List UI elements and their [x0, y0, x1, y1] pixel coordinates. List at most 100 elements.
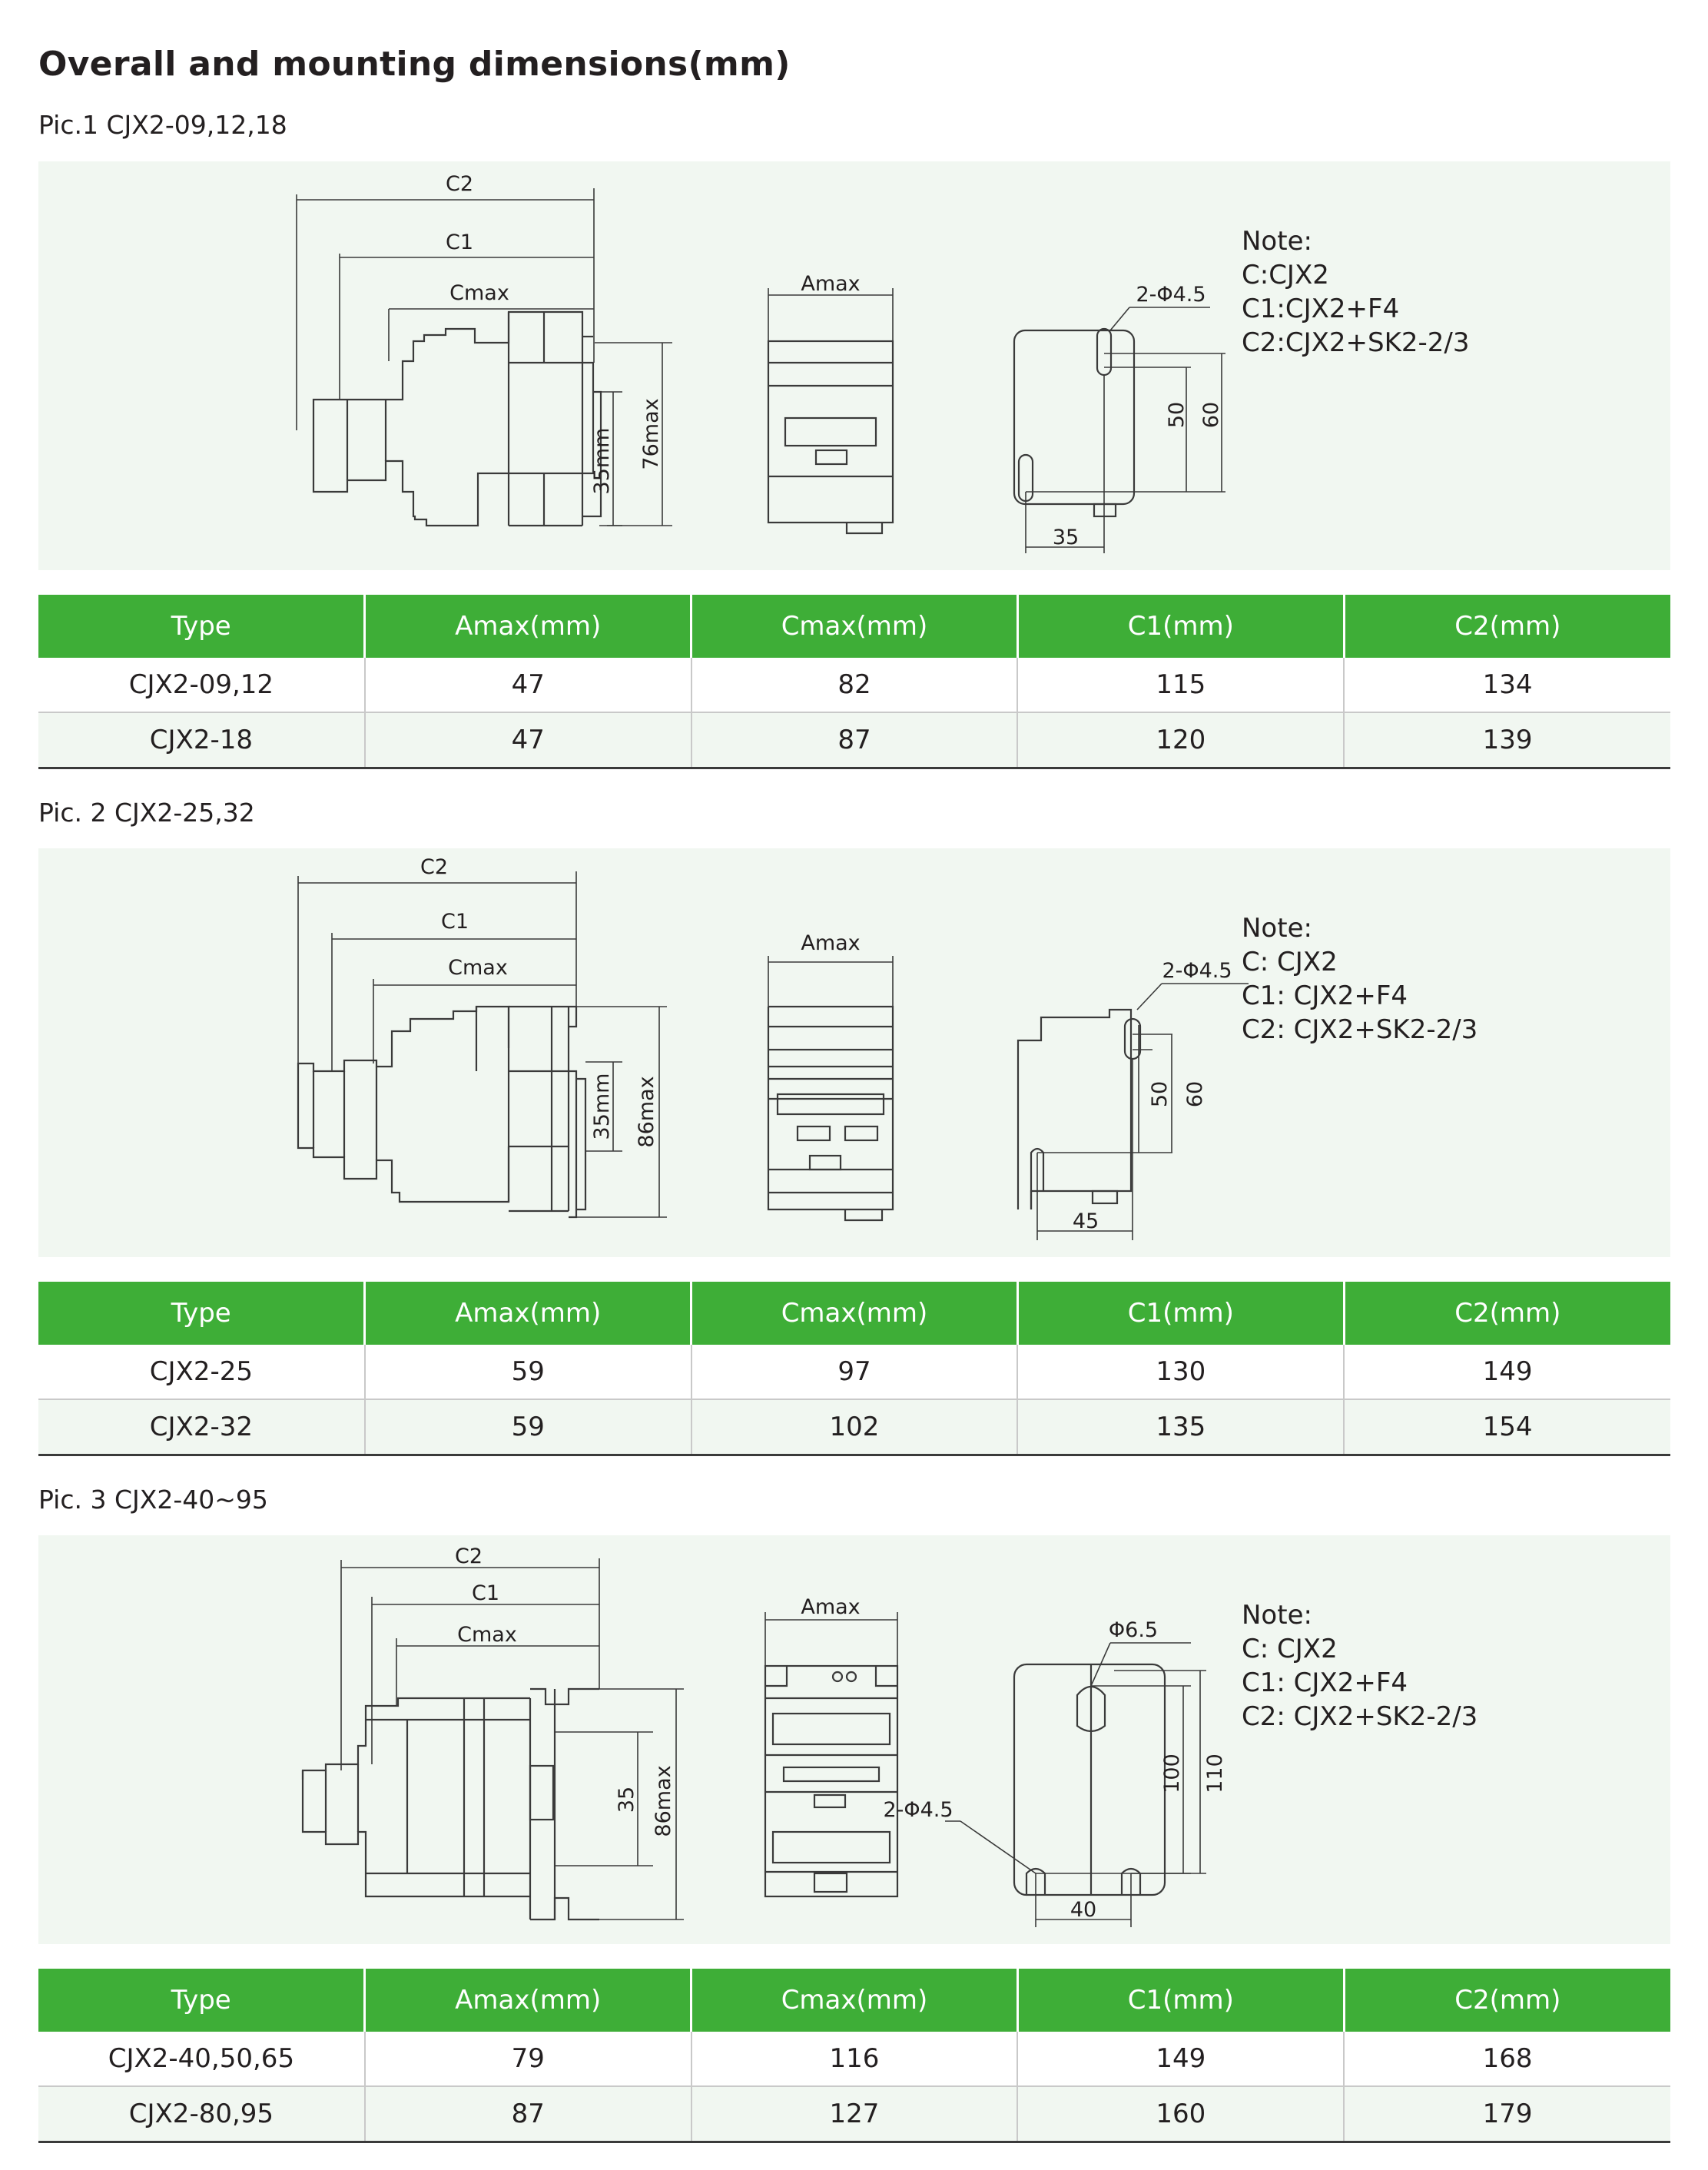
column-header: Type	[38, 1282, 366, 1345]
table-cell: CJX2-32	[38, 1399, 366, 1456]
table-cell: CJX2-80,95	[38, 2086, 366, 2143]
column-header: C1(mm)	[1017, 595, 1345, 658]
table-cell: CJX2-25	[38, 1345, 366, 1400]
label-c2: C2	[420, 855, 448, 879]
column-header: Amax(mm)	[364, 1969, 693, 2032]
table-cell: 47	[364, 658, 692, 713]
table-header-row: Type Amax(mm) Cmax(mm) C1(mm) C2(mm)	[38, 1969, 1670, 2032]
column-header: C2(mm)	[1344, 595, 1670, 658]
table-cell: 87	[364, 2086, 692, 2143]
label-cmax: Cmax	[457, 1623, 517, 1647]
table-row: CJX2-40,50,65 79 116 149 168	[38, 2032, 1670, 2087]
section-label-pic2: Pic. 2 CJX2-25,32	[38, 798, 255, 828]
front-view	[767, 956, 894, 1222]
column-header: Type	[38, 595, 366, 658]
table-cell: 115	[1017, 658, 1345, 713]
table-cell: 127	[691, 2086, 1019, 2143]
note-line: Note:	[1242, 226, 1312, 257]
table-cell: 149	[1344, 1345, 1670, 1400]
page-title: Overall and mounting dimensions(mm)	[38, 45, 791, 84]
table-cell: 168	[1344, 2032, 1670, 2087]
column-header: Amax(mm)	[364, 1282, 693, 1345]
table-cell: 149	[1017, 2032, 1345, 2087]
drawing-panel-pic2: C2 C1 Cmax 35mm 86max Amax 2-Φ4.5 50 60 …	[38, 848, 1670, 1257]
table-cell: 154	[1344, 1399, 1670, 1456]
label-c2: C2	[446, 172, 473, 196]
note-line: C2: CJX2+SK2-2/3	[1242, 1014, 1478, 1045]
table-cell: CJX2-09,12	[38, 658, 366, 713]
note-line: C1: CJX2+F4	[1242, 980, 1408, 1011]
label-hole: 2-Φ4.5	[1162, 959, 1232, 983]
note-line: C2: CJX2+SK2-2/3	[1242, 1701, 1478, 1732]
label-v1: 50	[1165, 402, 1189, 428]
table-cell: 59	[364, 1345, 692, 1400]
table-cell: 59	[364, 1399, 692, 1456]
side-view	[301, 1558, 684, 1921]
table-header-row: Type Amax(mm) Cmax(mm) C1(mm) C2(mm)	[38, 595, 1670, 658]
label-c1: C1	[472, 1581, 499, 1605]
table-cell: 47	[364, 712, 692, 769]
column-header: Cmax(mm)	[691, 595, 1019, 658]
note-line: C2:CJX2+SK2-2/3	[1242, 327, 1470, 358]
table-header-row: Type Amax(mm) Cmax(mm) C1(mm) C2(mm)	[38, 1282, 1670, 1345]
dimension-drawing-pic2: C2 C1 Cmax 35mm 86max Amax 2-Φ4.5 50 60 …	[297, 855, 1249, 1240]
label-height: 86max	[635, 1076, 658, 1147]
table-cell: CJX2-18	[38, 712, 366, 769]
label-c1: C1	[446, 231, 473, 254]
column-header: Amax(mm)	[364, 595, 693, 658]
label-amax: Amax	[801, 1595, 860, 1619]
table-row: CJX2-18 47 87 120 139	[38, 712, 1670, 769]
label-hole-top: Φ6.5	[1109, 1618, 1158, 1642]
label-amax: Amax	[801, 272, 860, 296]
table-cell: 179	[1344, 2086, 1670, 2143]
column-header: C2(mm)	[1344, 1969, 1670, 2032]
table-cell: 87	[691, 712, 1019, 769]
front-view	[764, 1612, 899, 1898]
table-cell: 135	[1017, 1399, 1345, 1456]
drawing-panel-pic1: C2 C1 Cmax 35mm 76max Amax 2-Φ4.5 50 60 …	[38, 161, 1670, 570]
front-view	[767, 288, 894, 535]
label-c2: C2	[455, 1545, 483, 1568]
note-line: Note:	[1242, 1600, 1312, 1631]
note-line: C:CJX2	[1242, 260, 1329, 290]
label-cmax: Cmax	[449, 281, 509, 305]
label-v2: 110	[1203, 1754, 1227, 1793]
label-h: 40	[1070, 1898, 1096, 1922]
side-view	[296, 188, 672, 527]
side-view	[297, 871, 667, 1219]
table-row: CJX2-80,95 87 127 160 179	[38, 2086, 1670, 2143]
label-rail: 35mm	[590, 428, 614, 495]
table-cell: 120	[1017, 712, 1345, 769]
table-cell: 116	[691, 2032, 1019, 2087]
label-v2: 60	[1199, 402, 1223, 428]
table-cell: 102	[691, 1399, 1019, 1456]
label-cmax: Cmax	[448, 956, 508, 980]
label-h: 35	[1053, 526, 1079, 549]
label-c1: C1	[441, 910, 469, 934]
column-header: Cmax(mm)	[691, 1969, 1019, 2032]
dimension-drawing-pic3: C2 C1 Cmax 35 86max Amax Φ6.5 2-Φ4.5 100…	[301, 1545, 1227, 1927]
table-cell: 134	[1344, 658, 1670, 713]
drawing-panel-pic3: C2 C1 Cmax 35 86max Amax Φ6.5 2-Φ4.5 100…	[38, 1535, 1670, 1944]
note-line: C1: CJX2+F4	[1242, 1667, 1408, 1698]
label-v1: 100	[1160, 1754, 1184, 1793]
table-cell: 139	[1344, 712, 1670, 769]
mounting-view	[1013, 307, 1225, 553]
mounting-view	[1017, 983, 1249, 1240]
label-amax: Amax	[801, 931, 860, 955]
section-label-pic1: Pic.1 CJX2-09,12,18	[38, 110, 287, 140]
label-height: 76max	[639, 398, 663, 470]
label-h: 45	[1073, 1209, 1099, 1233]
note-line: C: CJX2	[1242, 947, 1338, 977]
mounting-view	[945, 1642, 1206, 1927]
label-height: 86max	[652, 1765, 675, 1837]
table-cell: CJX2-40,50,65	[38, 2032, 366, 2087]
column-header: C1(mm)	[1017, 1969, 1345, 2032]
column-header: C1(mm)	[1017, 1282, 1345, 1345]
section-label-pic3: Pic. 3 CJX2-40~95	[38, 1485, 268, 1515]
note-pic1: Note: C:CJX2 C1:CJX2+F4 C2:CJX2+SK2-2/3	[1242, 224, 1470, 360]
note-line: Note:	[1242, 913, 1312, 944]
table-cell: 130	[1017, 1345, 1345, 1400]
table-cell: 160	[1017, 2086, 1345, 2143]
note-line: C: CJX2	[1242, 1634, 1338, 1664]
